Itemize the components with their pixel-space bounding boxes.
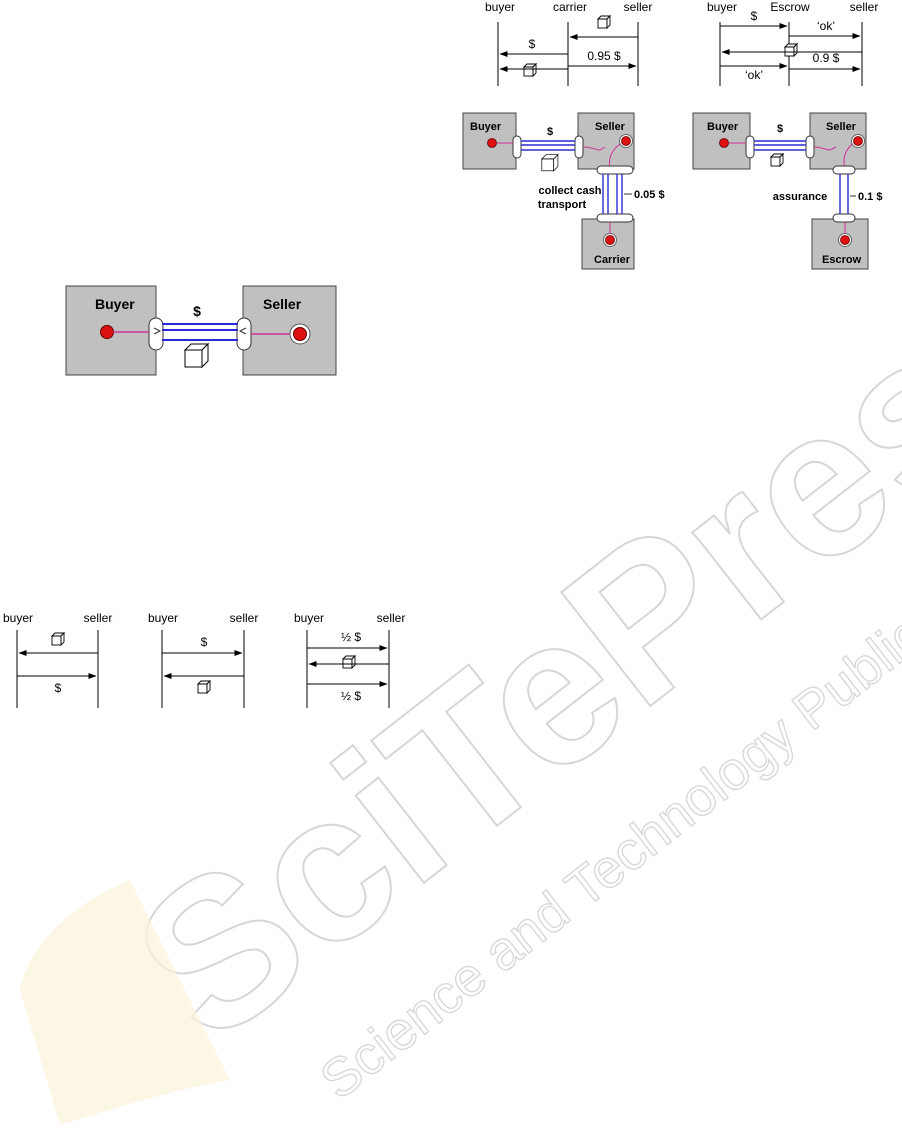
party-buyer: buyer <box>148 611 178 625</box>
message-label: 0.95 $ <box>587 49 621 63</box>
actor-label: Buyer <box>470 121 502 133</box>
fee-label: 0.1 $ <box>858 191 882 203</box>
package-icon <box>185 344 208 367</box>
package-icon <box>52 633 64 645</box>
fee-label: 0.05 $ <box>634 189 665 201</box>
sequence-basic-2: buyer seller $ <box>148 611 258 708</box>
message-label: ½ $ <box>341 689 361 703</box>
message-label: ‘ok’ <box>745 68 763 82</box>
value-label: $ <box>193 303 201 319</box>
package-icon <box>785 44 797 56</box>
value-interface <box>513 136 521 158</box>
actor-label: Seller <box>826 121 857 133</box>
party-seller: seller <box>850 0 879 14</box>
model-carrier: Buyer Seller Carrier $ collect cash tran… <box>463 113 665 269</box>
actor-label: Buyer <box>95 296 135 312</box>
party-seller: seller <box>624 0 653 14</box>
model-basic: Buyer Seller $ <box>66 286 336 375</box>
party-seller: seller <box>377 611 406 625</box>
service-label: assurance <box>773 191 827 203</box>
package-icon <box>198 681 210 693</box>
service-label: transport <box>538 199 587 211</box>
start-stimulus <box>101 326 114 339</box>
actor-label: Carrier <box>594 254 631 266</box>
value-label: $ <box>547 126 553 138</box>
start-stimulus <box>488 139 497 148</box>
value-interface <box>237 318 251 350</box>
package-icon <box>343 656 355 668</box>
sequence-carrier: buyer carrier seller $ 0.95 $ <box>485 0 652 86</box>
package-icon <box>598 16 610 28</box>
party-seller: seller <box>230 611 259 625</box>
value-interface <box>597 214 633 222</box>
party-buyer: buyer <box>294 611 324 625</box>
value-label: $ <box>777 123 783 135</box>
sequence-escrow: buyer Escrow seller $ ‘ok’ 0.9 $ ‘ok’ <box>707 0 878 86</box>
message-label: $ <box>201 635 208 649</box>
service-label: collect cash <box>539 185 602 197</box>
message-label: ½ $ <box>341 630 361 644</box>
actor-label: Seller <box>595 121 626 133</box>
package-icon <box>542 155 558 171</box>
message-label: $ <box>55 681 62 695</box>
value-interface <box>149 318 163 350</box>
sequence-basic-1: buyer seller $ <box>3 611 112 708</box>
party-carrier: carrier <box>553 0 587 14</box>
message-label: 0.9 $ <box>813 51 840 65</box>
value-interface <box>597 166 633 174</box>
start-stimulus <box>720 139 729 148</box>
package-icon <box>771 154 783 166</box>
message-label: $ <box>751 9 758 23</box>
party-buyer: buyer <box>707 0 737 14</box>
package-icon <box>524 64 536 76</box>
party-buyer: buyer <box>485 0 515 14</box>
value-interface <box>575 136 583 158</box>
actor-label: Escrow <box>822 254 862 266</box>
party-seller: seller <box>84 611 113 625</box>
party-escrow: Escrow <box>770 0 810 14</box>
actor-label: Buyer <box>707 121 739 133</box>
message-label: $ <box>529 37 536 51</box>
sequence-basic-3: buyer seller ½ $ ½ $ <box>294 611 405 708</box>
party-buyer: buyer <box>3 611 33 625</box>
actor-label: Seller <box>263 296 302 312</box>
model-escrow: Buyer Seller Escrow $ assurance 0.1 $ <box>693 113 882 269</box>
message-label: ‘ok’ <box>817 19 835 33</box>
